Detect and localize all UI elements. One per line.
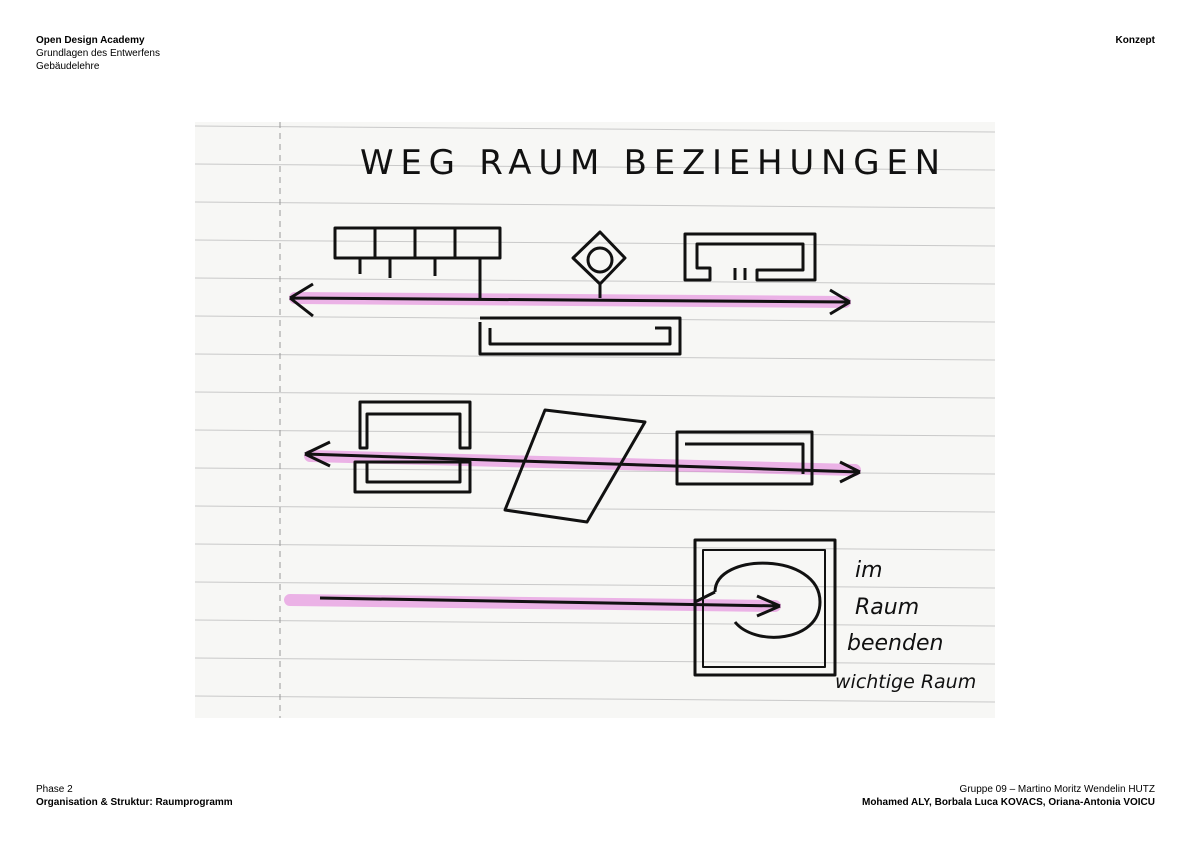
ruled-line [195,543,995,551]
ruled-line [195,239,995,247]
room-3 [683,232,817,282]
group-label: Gruppe 09 – Martino Moritz Wendelin HUTZ [959,784,1155,795]
institution-name: Open Design Academy [36,35,145,46]
room-4 [478,316,682,356]
note-line-4: wichtige Raum [835,671,976,693]
footer-left: Phase 2 Organisation & Struktur: Raumpro… [36,783,233,809]
footer-right: Gruppe 09 – Martino Moritz Wendelin HUTZ… [862,783,1155,809]
ruled-line [195,125,995,133]
course-name: Grundlagen des Entwerfens [36,48,160,59]
room-1 [333,226,502,260]
members-label: Mohamed ALY, Borbala Luca KOVACS, Oriana… [861,797,1155,808]
room-parallelogram [503,408,647,524]
room-end [693,538,837,677]
ink-drawing [289,226,861,677]
ruled-line [195,163,995,171]
path-arrow-2 [304,440,861,484]
ruled-line [195,657,995,665]
ruled-line [195,467,995,475]
subject-name: Gebäudelehre [36,61,100,72]
section-label: Konzept [1115,35,1155,46]
side-note: im Raum beenden wichtige Raum [835,558,976,693]
topic-label: Organisation & Struktur: Raumprogramm [36,797,233,808]
path-arrow-1 [289,282,851,318]
ruled-line [195,619,995,627]
ruled-line [195,581,995,589]
note-line-2: Raum [855,595,919,620]
ruled-line [195,695,995,703]
room-5 [358,400,472,450]
note-line-3: beenden [847,631,943,656]
room-6 [675,430,814,486]
ruled-line [195,353,995,361]
note-line-1: im [855,558,883,583]
ruled-line [195,429,995,437]
ruled-line [195,201,995,209]
header-left: Open Design Academy Grundlagen des Entwe… [36,34,160,73]
ruled-line [195,391,995,399]
concept-sketch: WEG RAUM BEZIEHUNGEN im Raum beenden [195,122,995,718]
phase-label: Phase 2 [36,784,73,795]
